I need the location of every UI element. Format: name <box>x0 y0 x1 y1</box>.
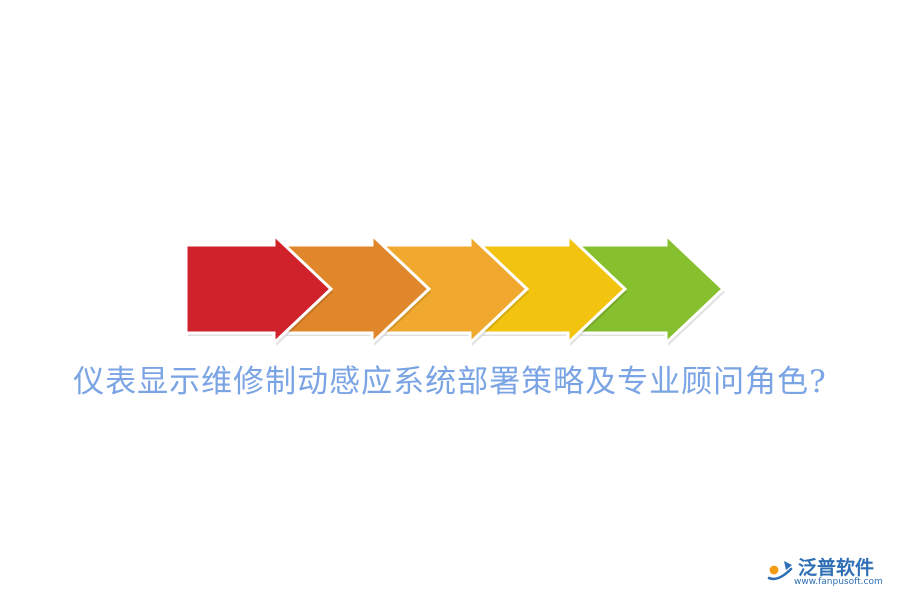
fanpu-logo-icon <box>767 561 793 581</box>
arrow-chevron-1 <box>184 231 334 347</box>
brand-logo: 泛普软件 www.fanpusoft.com <box>766 553 892 593</box>
page-title: 仪表显示维修制动感应系统部署策略及专业顾问角色? <box>73 364 827 400</box>
brand-name: 泛普软件 <box>798 557 875 579</box>
brand-url: www.fanpusoft.com <box>794 577 883 587</box>
